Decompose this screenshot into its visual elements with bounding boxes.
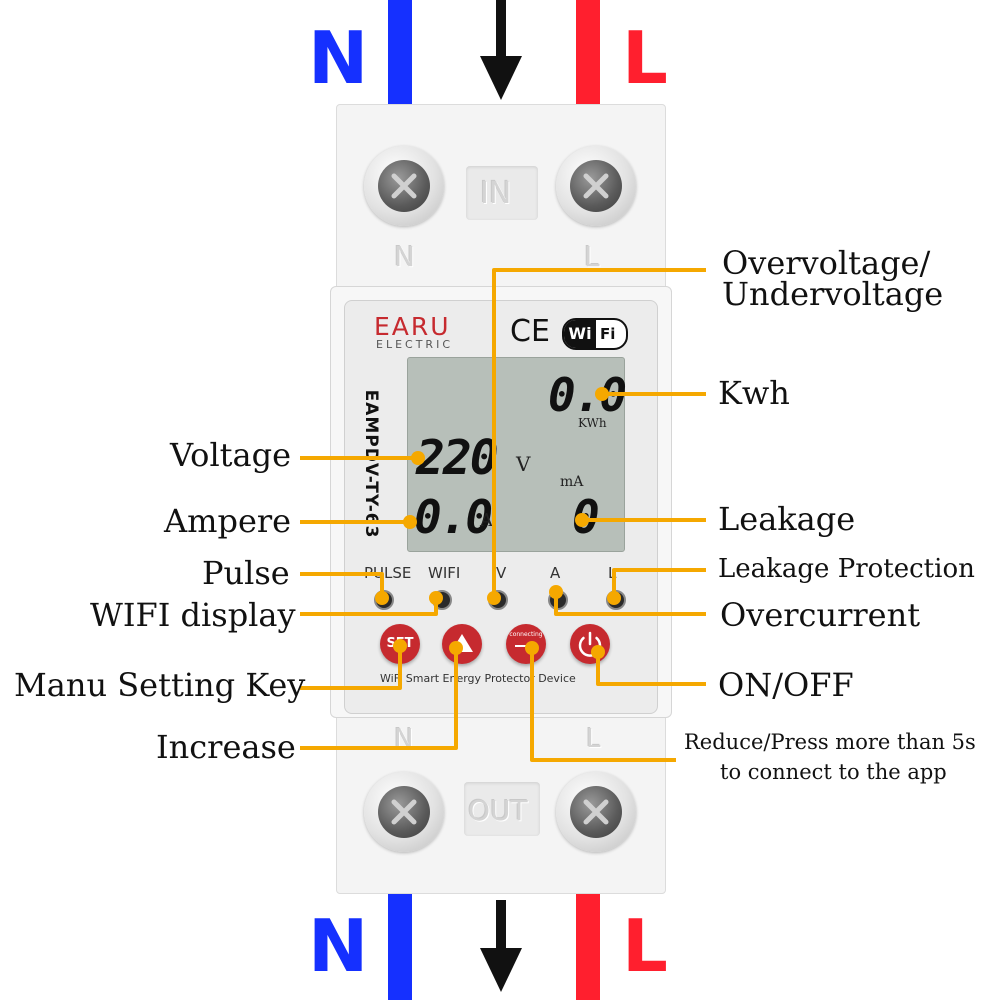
screw-icon — [556, 772, 636, 852]
indicator-label-v: V — [496, 564, 507, 582]
screw-icon — [364, 146, 444, 226]
wifi-badge: Wi Fi — [562, 318, 628, 350]
callout-dot-power — [591, 645, 605, 659]
callout-dot-kwh — [595, 387, 609, 401]
callout-increase: Increase — [156, 728, 296, 766]
callout-voltage: Voltage — [170, 436, 292, 474]
callout-dot-reduce — [525, 641, 539, 655]
callout-dot-ampere — [403, 515, 417, 529]
callout-ampere: Ampere — [164, 502, 292, 540]
callout-reduce-line1: Reduce/Press more than 5s — [684, 730, 976, 754]
lcd-current-value: 0.0 — [414, 490, 493, 544]
model-number: EAMPDV-TY-63 — [361, 389, 381, 539]
live-letter-top: L — [622, 16, 668, 100]
out-slot — [464, 782, 540, 836]
wifi-badge-wi: Wi — [564, 320, 596, 348]
neutral-wire-top — [388, 0, 412, 104]
callout-wifi-display: WIFI display — [90, 596, 296, 634]
neutral-letter-top: N — [308, 16, 369, 100]
out-label: OUT — [468, 794, 528, 827]
callout-overvoltage-line2: Undervoltage — [722, 275, 944, 313]
callout-dot-pulse — [375, 591, 389, 605]
callout-overvoltage-line1: Overvoltage/ — [722, 244, 931, 282]
callout-dot-l — [607, 591, 621, 605]
indicator-label-wifi: WIFI — [428, 564, 461, 582]
top-left-terminal-label: N — [394, 240, 415, 273]
screw-icon — [364, 772, 444, 852]
callout-pulse: Pulse — [202, 554, 290, 592]
indicator-label-l: L — [608, 564, 617, 582]
in-label: IN — [480, 176, 512, 211]
callout-kwh: Kwh — [718, 374, 790, 412]
bottom-left-terminal-label: N — [394, 724, 414, 754]
arrow-down-icon — [480, 0, 522, 100]
lcd-kwh-value: 0.0 — [548, 368, 627, 422]
lcd-voltage-unit: V — [516, 452, 531, 476]
callout-dot-increase — [449, 641, 463, 655]
power-icon — [578, 631, 602, 657]
brand-subtitle: ELECTRIC — [376, 338, 453, 351]
in-slot — [466, 166, 538, 220]
live-wire-top — [576, 0, 600, 104]
callout-dot-v — [487, 591, 501, 605]
callout-dot-leakage — [575, 513, 589, 527]
callout-on-off: ON/OFF — [718, 666, 854, 704]
lcd-kwh-unit: KWh — [578, 416, 607, 430]
callout-manu-setting-key: Manu Setting Key — [14, 666, 306, 704]
live-letter-bottom: L — [622, 904, 668, 988]
lcd-voltage-value: 220 — [416, 430, 499, 486]
lcd-leak-unit: mA — [560, 474, 584, 490]
arrow-down-icon — [480, 900, 522, 992]
top-right-terminal-label: L — [584, 240, 600, 273]
callout-overcurrent: Overcurrent — [720, 596, 921, 634]
callout-reduce-line2: to connect to the app — [720, 760, 947, 784]
bottom-right-terminal-label: L — [586, 724, 601, 754]
neutral-letter-bottom: N — [308, 904, 369, 988]
callout-leakage-protection: Leakage Protection — [718, 554, 975, 584]
callout-dot-voltage — [411, 451, 425, 465]
callout-dot-a — [549, 585, 563, 599]
live-wire-bottom — [576, 892, 600, 1000]
callout-leakage: Leakage — [718, 500, 856, 538]
neutral-wire-bottom — [388, 892, 412, 1000]
callout-dot-set — [393, 639, 407, 653]
screw-icon — [556, 146, 636, 226]
device-footer-text: WiFi Smart Energy Protector Device — [380, 672, 576, 685]
indicator-label-a: A — [550, 564, 561, 582]
wifi-badge-fi: Fi — [600, 325, 616, 343]
brand-logo: EARU — [374, 312, 451, 341]
lcd-current-unit: A — [480, 510, 493, 531]
connecting-label: connecting — [509, 631, 543, 638]
power-button[interactable] — [570, 624, 610, 664]
ce-mark: CE — [510, 314, 550, 349]
callout-dot-wifi — [429, 591, 443, 605]
indicator-label-pulse: PULSE — [364, 564, 412, 582]
